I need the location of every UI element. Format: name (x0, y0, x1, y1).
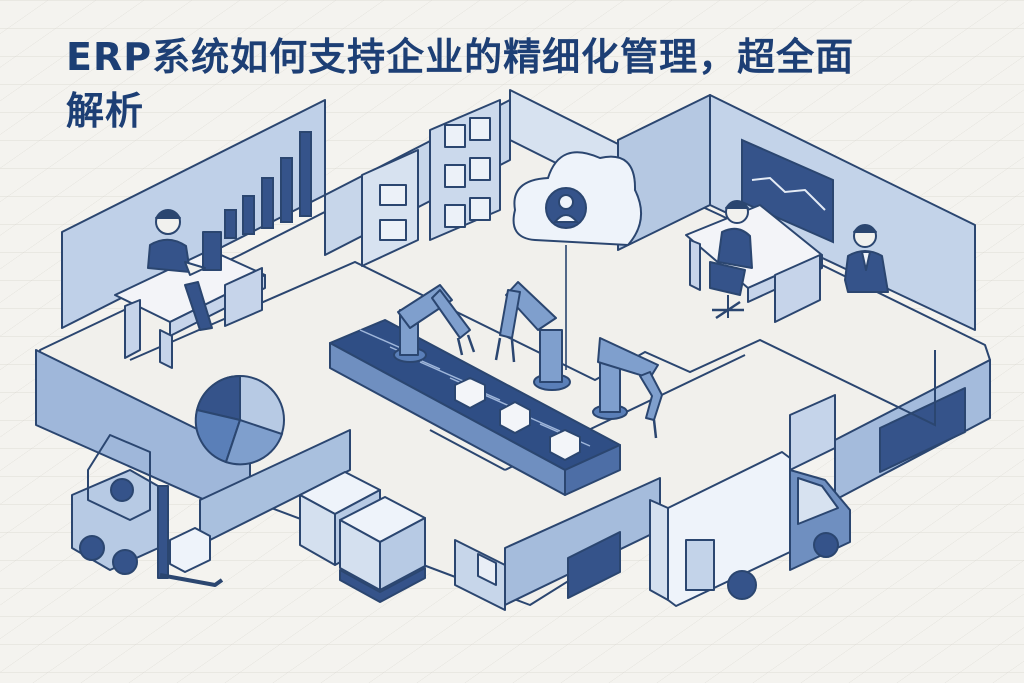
front-dock-windows (567, 531, 621, 599)
bar-chart-icon (224, 131, 312, 239)
pie-chart-icon (194, 374, 285, 466)
line-chart-monitor-icon (741, 138, 834, 244)
front-small-window (477, 553, 497, 586)
office-worker-right (685, 200, 823, 323)
far-right-wall (709, 94, 976, 331)
box-pallets (299, 471, 426, 603)
title-line-1: ERP系统如何支持企业的精细化管理，超全面 (66, 35, 855, 79)
cloud-user-icon (512, 151, 643, 370)
standing-person (844, 224, 889, 293)
robot-arms (393, 281, 663, 439)
conveyor-boxes (454, 377, 581, 461)
storage-shelves (361, 99, 501, 267)
title-line-2: 解析 (66, 89, 145, 133)
delivery-truck (649, 451, 851, 607)
right-loading-dock (879, 387, 966, 473)
office-worker-left (114, 209, 266, 369)
forklift (71, 434, 224, 587)
page-title: ERP系统如何支持企业的精细化管理，超全面 解析 (66, 30, 996, 138)
